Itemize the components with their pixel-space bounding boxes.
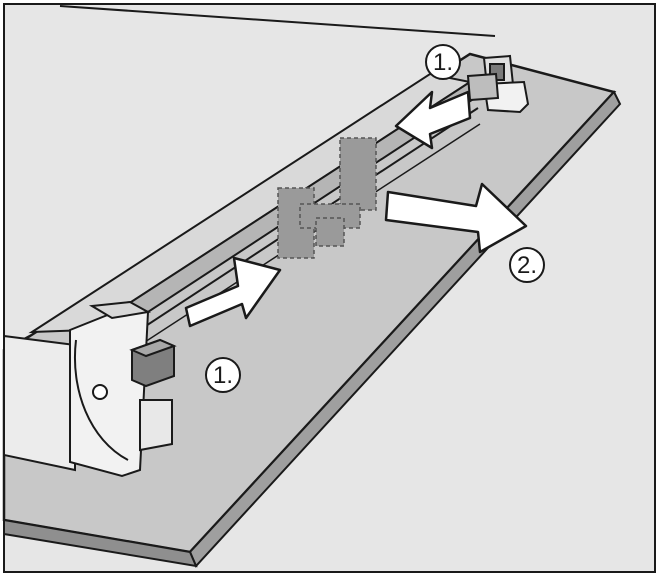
right-end-bracket (466, 54, 530, 114)
hidden-knob (315, 217, 345, 247)
shelf-bottom-edge (3, 518, 198, 568)
arrow-step-1-right (394, 90, 472, 150)
left-clip (129, 338, 177, 388)
step-label-2-text: 2. (517, 252, 537, 279)
left-end-bracket (69, 300, 173, 478)
left-side-block (3, 334, 76, 472)
step-label-1-right: 1. (425, 44, 461, 80)
step-label-1-right-text: 1. (433, 49, 453, 76)
step-label-2: 2. (509, 247, 545, 283)
step-label-1-left-text: 1. (213, 362, 233, 389)
arrow-step-1-left (184, 256, 282, 328)
hidden-mechanism (277, 137, 377, 259)
cabinet-top-edge (59, 5, 496, 37)
step-label-1-left: 1. (205, 357, 241, 393)
hidden-bracket-right (339, 137, 377, 211)
arrow-step-2 (384, 182, 528, 254)
